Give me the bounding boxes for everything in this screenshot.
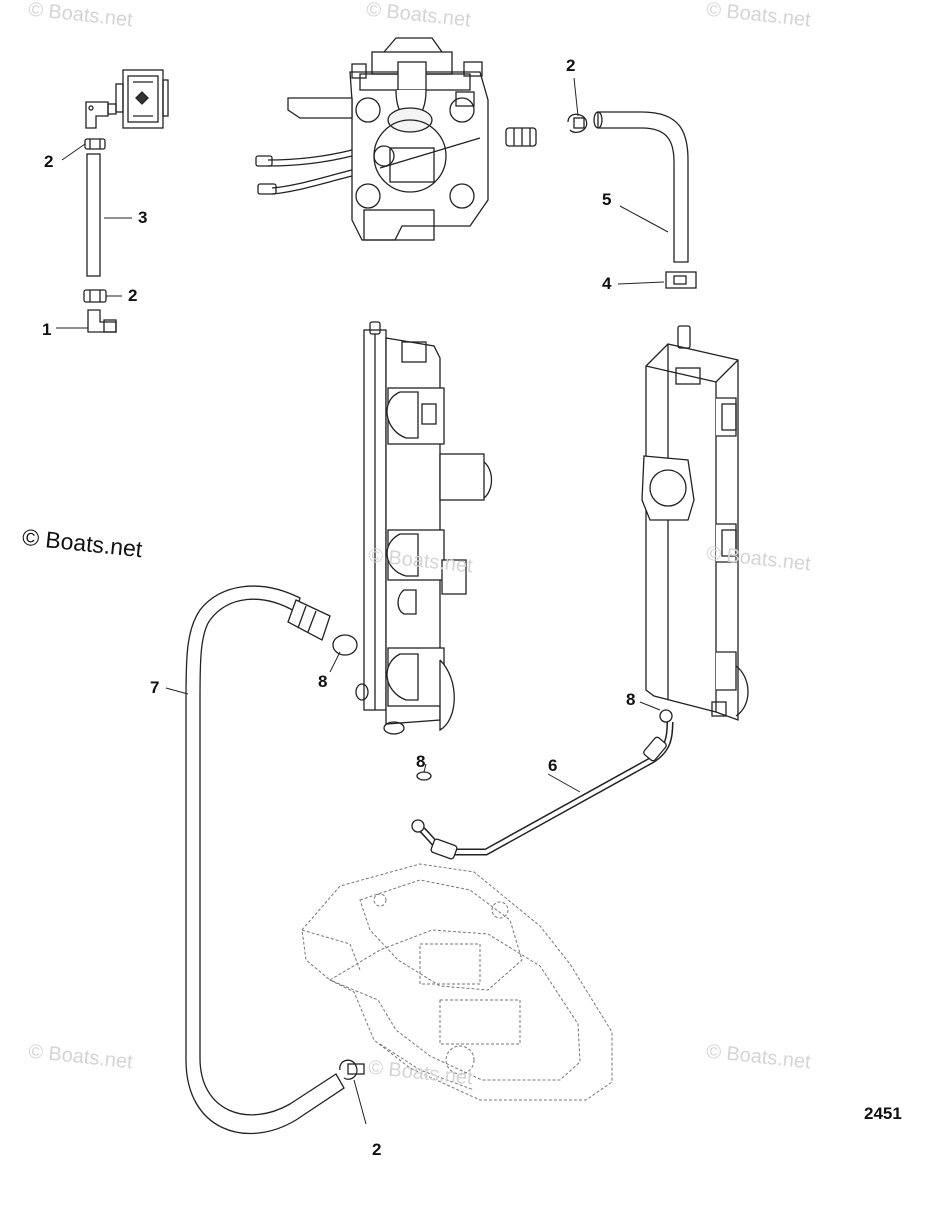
- callout-2-top-left: 2: [44, 152, 54, 171]
- callout-7: 7: [150, 678, 160, 697]
- engine-base-outline: [301, 863, 613, 1101]
- callout-8-right: 8: [626, 690, 636, 709]
- figure-number: 2451: [864, 1104, 902, 1123]
- callout-3: 3: [138, 208, 148, 227]
- callout-2-top-right: 2: [566, 56, 576, 75]
- callout-5: 5: [602, 190, 612, 209]
- hose-7: [185, 585, 365, 1135]
- hose-5-assembly: [567, 111, 697, 289]
- left-fuel-rail: [355, 321, 493, 735]
- callout-8-mid: 8: [416, 752, 426, 771]
- callout-6: 6: [548, 756, 558, 775]
- callout-1: 1: [42, 320, 52, 339]
- right-fuel-rail: [641, 325, 749, 721]
- callout-8-left: 8: [318, 672, 328, 691]
- leader-lines: [56, 77, 669, 1125]
- fuel-pump-assembly: [255, 37, 537, 241]
- small-fittings-assembly: [83, 69, 169, 333]
- callout-2-mid-left: 2: [128, 286, 138, 305]
- fuel-line-6: [411, 709, 674, 860]
- callout-2-bottom: 2: [372, 1140, 382, 1159]
- callout-4: 4: [602, 274, 612, 293]
